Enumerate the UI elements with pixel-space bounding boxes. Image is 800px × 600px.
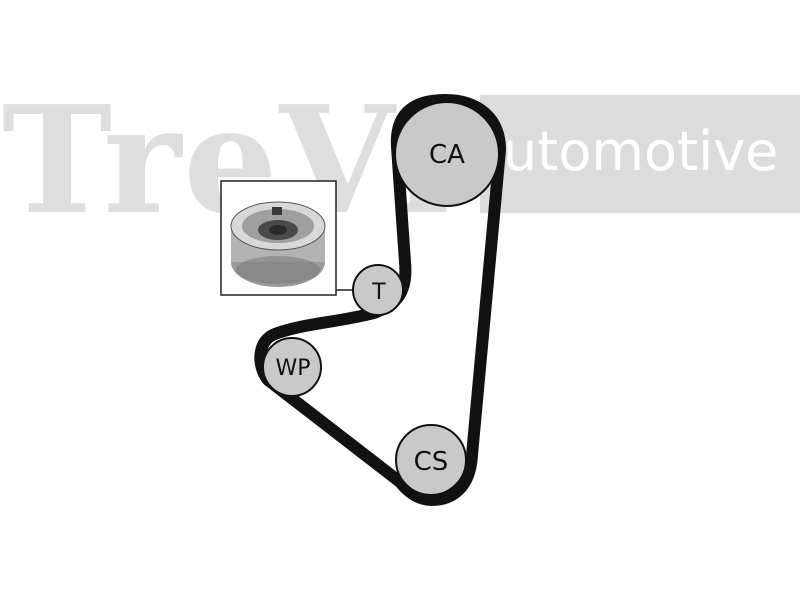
camshaft-pulley: CA [394,101,500,207]
crankshaft-pulley-label: CS [414,447,449,477]
crankshaft-pulley: CS [395,424,467,496]
timing-belt [254,94,506,506]
tensioner-inset [220,180,358,296]
tensioner-pulley: T [352,264,404,316]
watermark-word: Automotive [466,120,778,183]
watermark-banner [480,95,800,213]
tensioner-pulley-label: T [371,280,386,305]
tensioner-roller-photo-icon [230,201,326,287]
water-pump-pulley-label: WP [275,356,310,381]
camshaft-pulley-label: CA [429,140,465,170]
water-pump-pulley: WP [262,337,322,397]
